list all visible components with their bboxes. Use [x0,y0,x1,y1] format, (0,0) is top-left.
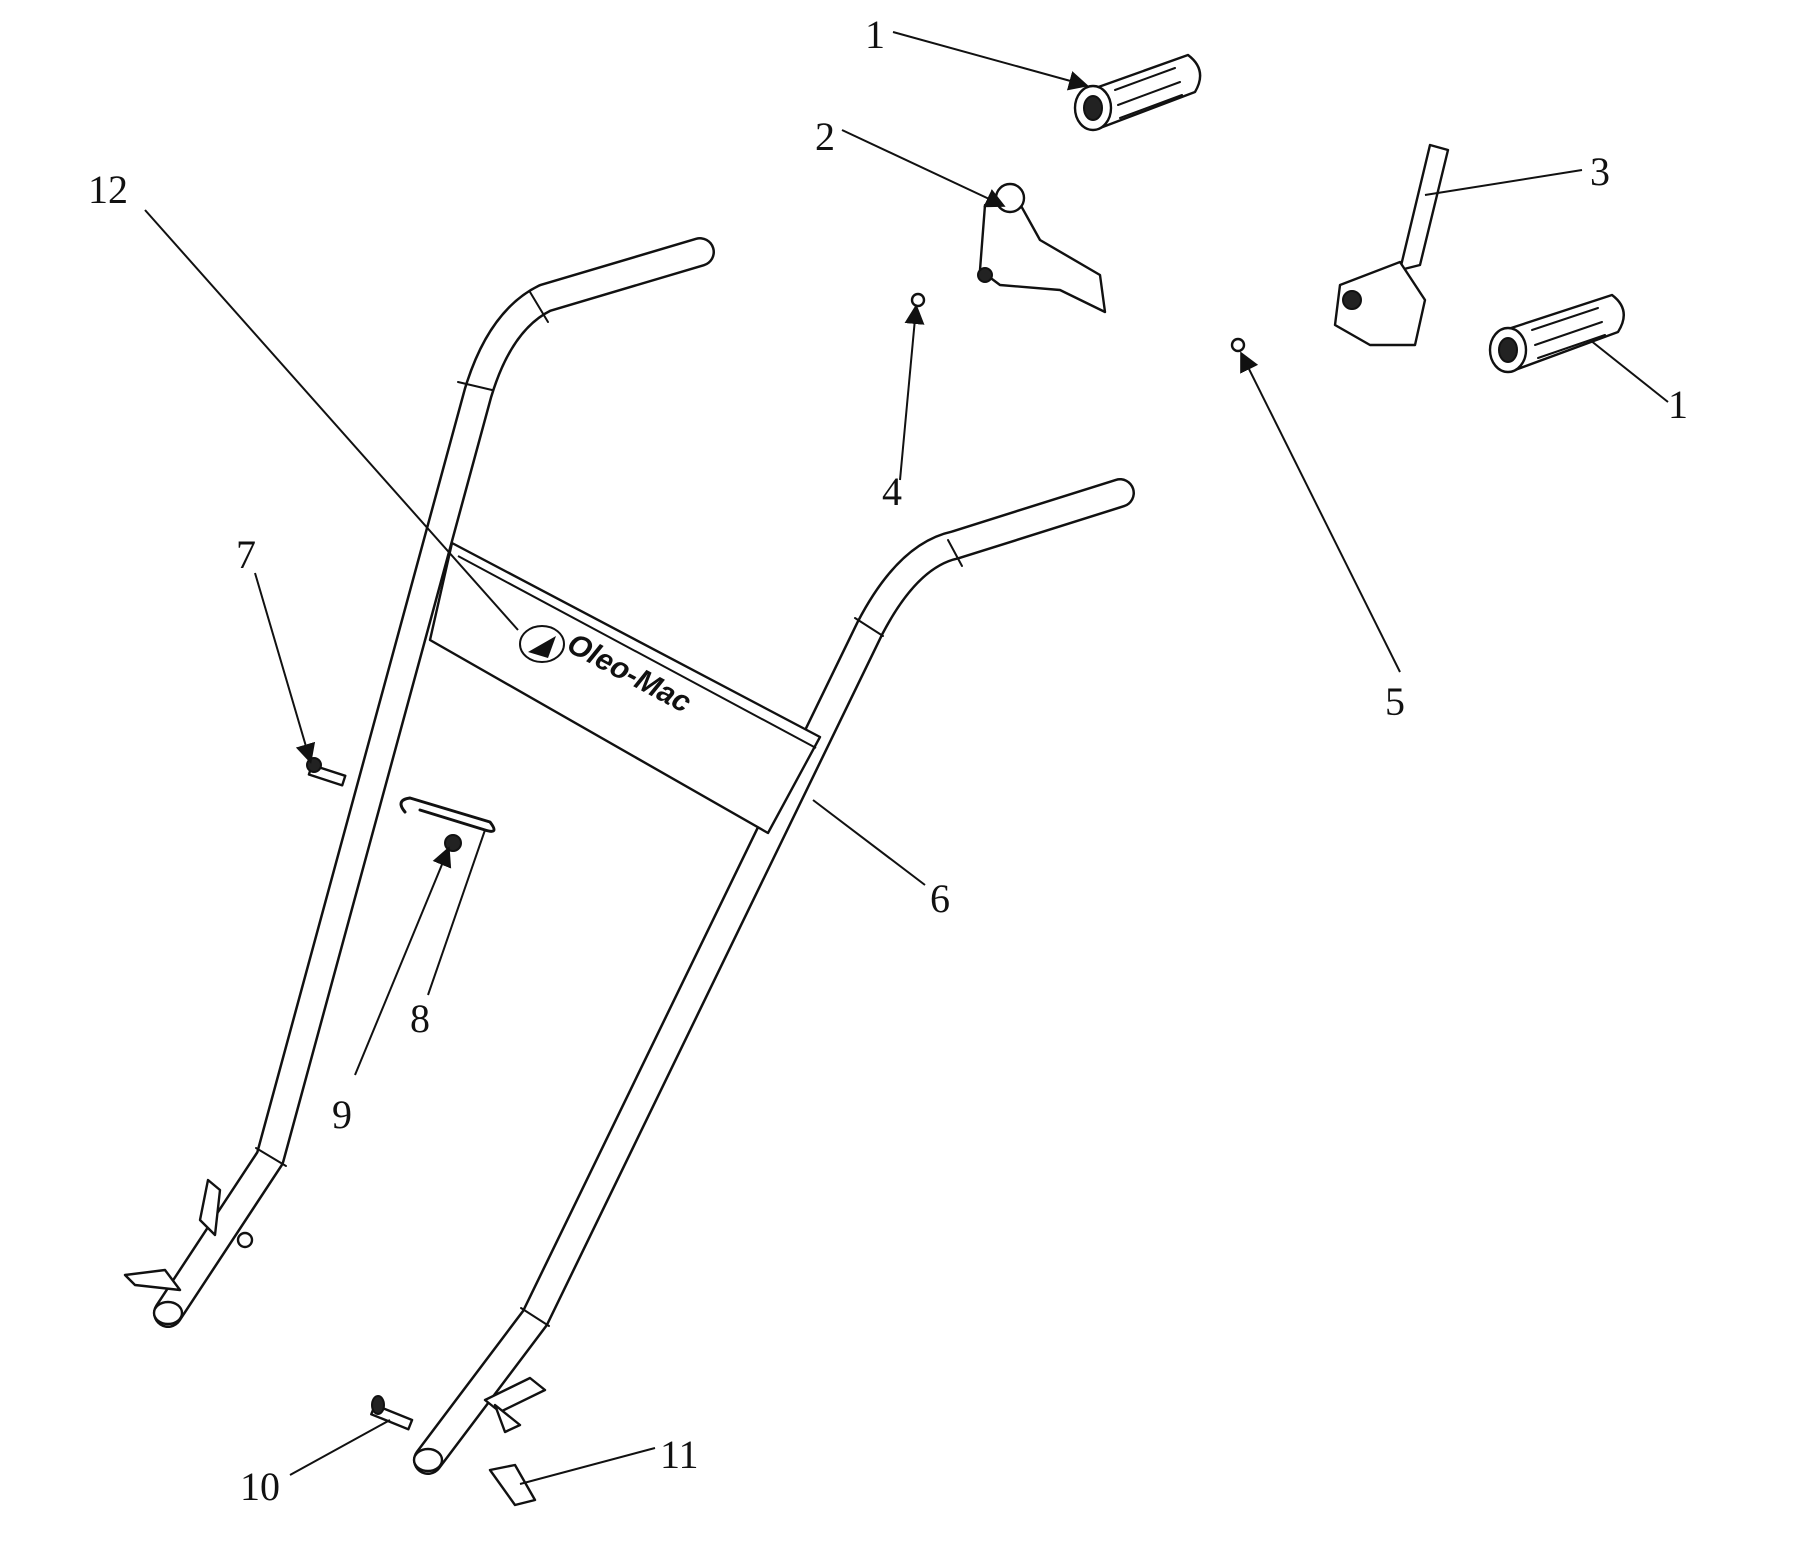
spring-clip-8 [399,796,496,833]
callout-12: 12 [88,167,128,212]
callout-1-right: 1 [1668,382,1688,427]
handlebar-left-tube [153,237,715,1328]
throttle-lever [1333,143,1450,347]
handle-grip-top [1073,53,1202,132]
clutch-lever [977,182,1107,314]
handle-grip-right [1488,293,1625,374]
callout-8: 8 [410,996,430,1041]
nut-9 [444,834,462,852]
leader-lines [144,31,1669,1485]
right-wing-clamp [483,1376,547,1434]
wing-nut-11 [488,1463,537,1507]
callout-3: 3 [1590,149,1610,194]
left-tube-end [152,1300,184,1326]
handlebar-crossbar: Oleo-Mac [428,541,822,835]
screw-4 [910,292,926,308]
callout-6: 6 [930,876,950,921]
callout-2: 2 [815,114,835,159]
screw-5 [1230,337,1246,353]
handlebar-right-tube [413,478,1135,1475]
callout-7: 7 [236,532,256,577]
callout-9: 9 [332,1092,352,1137]
right-tube-end [412,1447,444,1473]
bolt-10 [370,1395,414,1431]
callout-4: 4 [882,469,902,514]
callout-10: 10 [240,1464,280,1509]
bolt-7 [306,757,347,787]
callout-1-top: 1 [865,12,885,57]
callout-5: 5 [1385,679,1405,724]
callout-11: 11 [660,1432,699,1477]
left-wing-clamp [123,1178,254,1292]
